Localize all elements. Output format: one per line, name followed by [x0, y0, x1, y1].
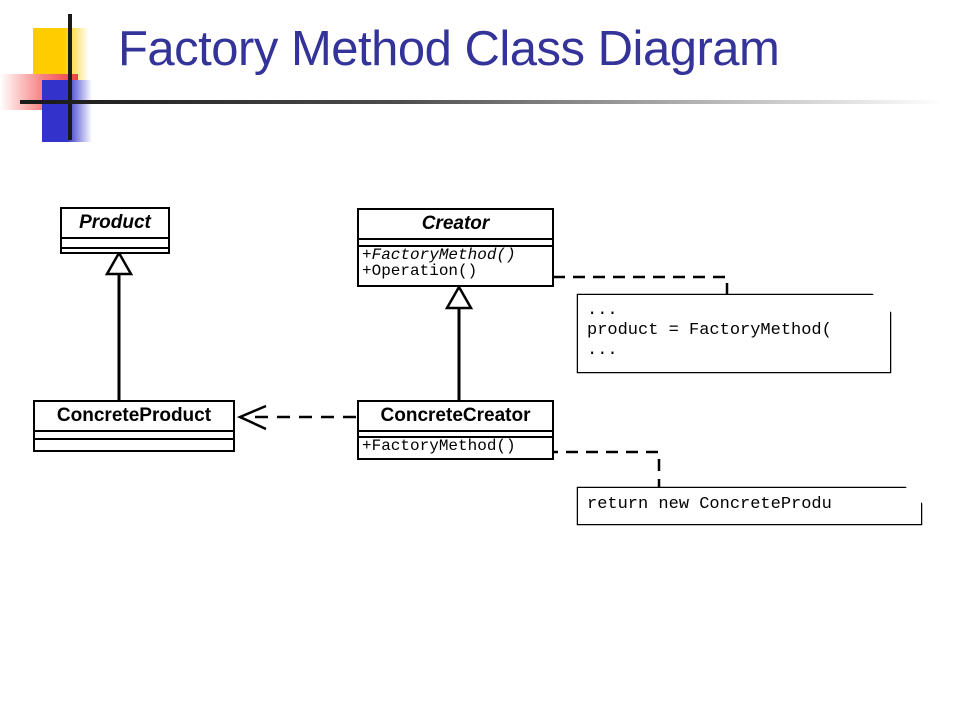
class-separator — [359, 245, 552, 247]
class-box-concreteproduct[interactable]: ConcreteProduct — [33, 400, 235, 452]
class-separator — [62, 247, 168, 249]
operation-operation: +Operation() — [362, 262, 478, 281]
class-separator — [35, 438, 233, 440]
generalization-concretecreator-to-creator — [444, 284, 474, 400]
class-name-product: Product — [79, 212, 151, 233]
note-line: ... — [587, 301, 618, 320]
note-operation[interactable]: ... product = FactoryMethod( ... — [578, 295, 890, 372]
slide-title: Factory Method Class Diagram — [118, 22, 780, 76]
note-line: ... — [587, 341, 618, 361]
class-separator — [62, 237, 168, 239]
title-underline-rule — [38, 100, 943, 104]
class-name-concreteproduct: ConcreteProduct — [56, 405, 212, 426]
class-box-product[interactable]: Product — [60, 207, 170, 254]
class-separator — [35, 430, 233, 432]
note-anchor-concretecreator-factorymethod — [546, 450, 661, 488]
decorative-logo — [0, 14, 126, 142]
note-line: return new ConcreteProdu — [587, 495, 832, 514]
note-line: product = FactoryMethod( — [587, 321, 832, 341]
class-name-concretecreator: ConcreteCreator — [380, 405, 531, 426]
class-attributes-product — [62, 239, 168, 247]
class-operations-concretecreator: +FactoryMethod() — [359, 437, 552, 455]
note-operation-text: ... product = FactoryMethod( ... — [587, 301, 832, 361]
class-separator — [359, 436, 552, 438]
dependency-concretecreator-to-concreteproduct — [236, 404, 356, 431]
generalization-concreteproduct-to-product — [104, 250, 134, 400]
class-separator — [359, 430, 552, 432]
logo-vertical-line — [68, 14, 72, 140]
class-separator — [359, 238, 552, 240]
slide-header: Factory Method Class Diagram — [0, 0, 960, 142]
note-anchor-creator-operation — [533, 275, 729, 298]
class-operations-creator: +FactoryMethod() +Operation() — [359, 247, 552, 280]
note-factorymethod[interactable]: return new ConcreteProdu — [578, 488, 921, 524]
class-operations-concreteproduct — [35, 440, 233, 446]
class-box-creator[interactable]: Creator +FactoryMethod() +Operation() — [357, 208, 554, 287]
logo-blue-square — [42, 80, 92, 142]
note-factorymethod-text: return new ConcreteProdu — [587, 495, 832, 515]
operation-factorymethod: +FactoryMethod() — [362, 437, 516, 455]
class-box-concretecreator[interactable]: ConcreteCreator +FactoryMethod() — [357, 400, 554, 460]
class-operations-product — [62, 249, 168, 257]
operation-factorymethod: +FactoryMethod() — [362, 246, 516, 264]
class-name-creator: Creator — [421, 213, 490, 234]
